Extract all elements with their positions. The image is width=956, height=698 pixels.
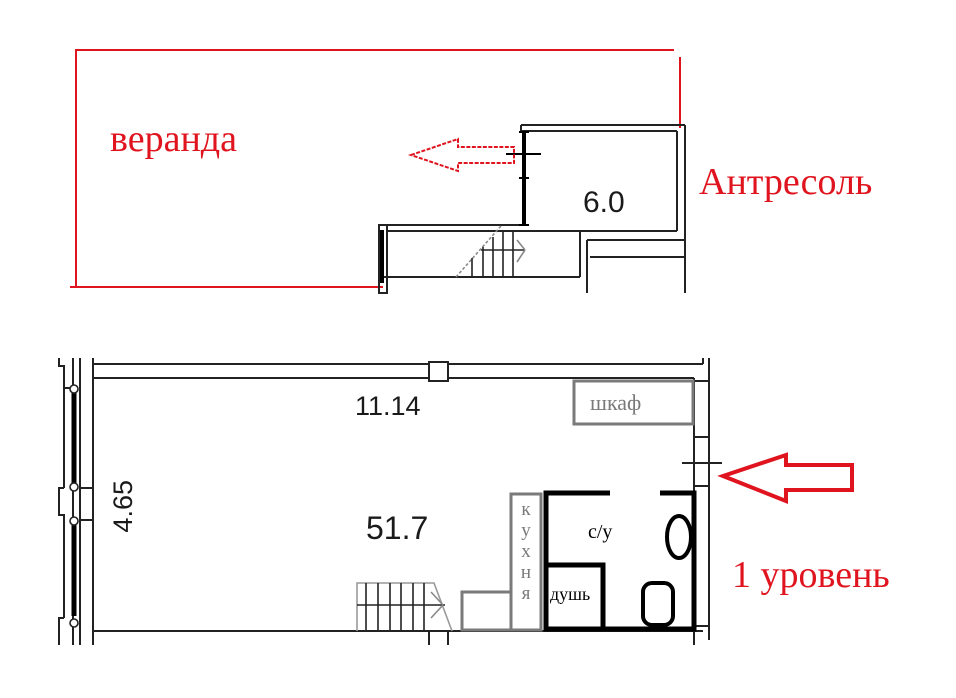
wardrobe-label: шкаф bbox=[590, 390, 642, 415]
mezzanine-stairs-icon bbox=[455, 225, 526, 278]
kitchen-letter: к bbox=[521, 499, 531, 520]
level1-title: 1 уровень bbox=[732, 554, 890, 596]
width-dimension: 11.14 bbox=[355, 391, 421, 421]
wardrobe-outline bbox=[572, 379, 695, 426]
mezzanine-title: Антресоль bbox=[699, 161, 873, 203]
toilet-icon bbox=[641, 581, 675, 627]
bathroom-walls bbox=[543, 490, 697, 632]
sink-icon bbox=[665, 514, 693, 560]
mezzanine-area: 6.0 bbox=[583, 186, 625, 219]
kitchen-letter: н bbox=[520, 562, 532, 583]
kitchen-letter: х bbox=[521, 541, 531, 562]
level1-entry-arrow-icon bbox=[717, 452, 854, 504]
shower-label: душь bbox=[550, 584, 591, 604]
mezzanine-walls bbox=[378, 124, 686, 294]
mezzanine-railing-marks bbox=[506, 131, 541, 226]
level1-walls bbox=[93, 358, 722, 645]
level1-stairs-icon bbox=[356, 582, 453, 632]
kitchen-letter: я bbox=[521, 583, 531, 604]
kitchen-label: к у х н я bbox=[512, 499, 540, 604]
kitchen-outline bbox=[460, 492, 543, 632]
depth-dimension: 4.65 bbox=[108, 480, 138, 533]
veranda-label: веранда bbox=[110, 118, 237, 160]
mezzanine-exit-arrow-icon bbox=[407, 137, 515, 173]
total-area: 51.7 bbox=[366, 510, 429, 546]
kitchen-letter: у bbox=[521, 520, 531, 541]
veranda-outline bbox=[70, 49, 681, 288]
bathroom-label: с/у bbox=[588, 521, 613, 543]
window-hinges bbox=[69, 384, 79, 628]
